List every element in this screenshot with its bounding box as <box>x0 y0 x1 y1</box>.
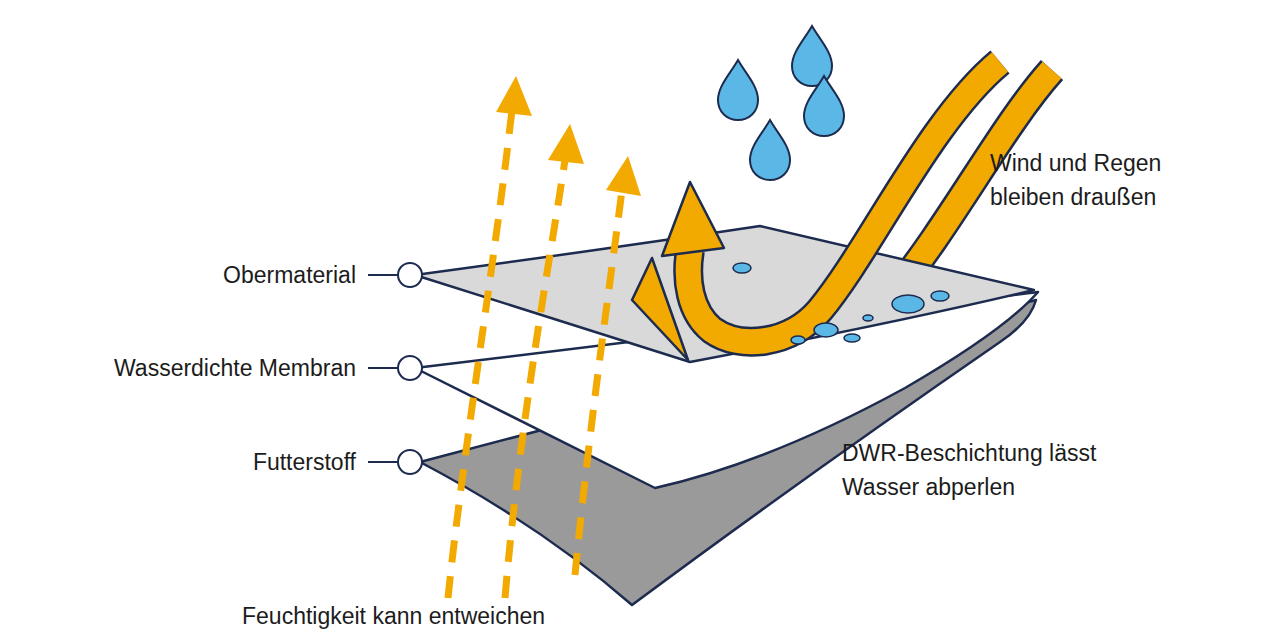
annotation-text: Feuchtigkeit kann entweichen <box>242 599 545 633</box>
layer-label: Futterstoff <box>253 445 356 479</box>
rain-drops <box>718 26 844 180</box>
annotation-text: DWR-Beschichtung lässt Wasser abperlen <box>842 436 1102 504</box>
layer-label: Wasserdichte Membran <box>114 351 356 385</box>
leader-lines <box>368 263 422 474</box>
wind-arrow <box>632 258 688 360</box>
layer-label: Obermaterial <box>223 258 356 292</box>
vapour-arrows <box>448 76 641 598</box>
wind-ribbon <box>662 62 1000 342</box>
water-beads <box>733 263 949 344</box>
annotation-text: Wind und Regen bleiben draußen <box>990 146 1230 214</box>
